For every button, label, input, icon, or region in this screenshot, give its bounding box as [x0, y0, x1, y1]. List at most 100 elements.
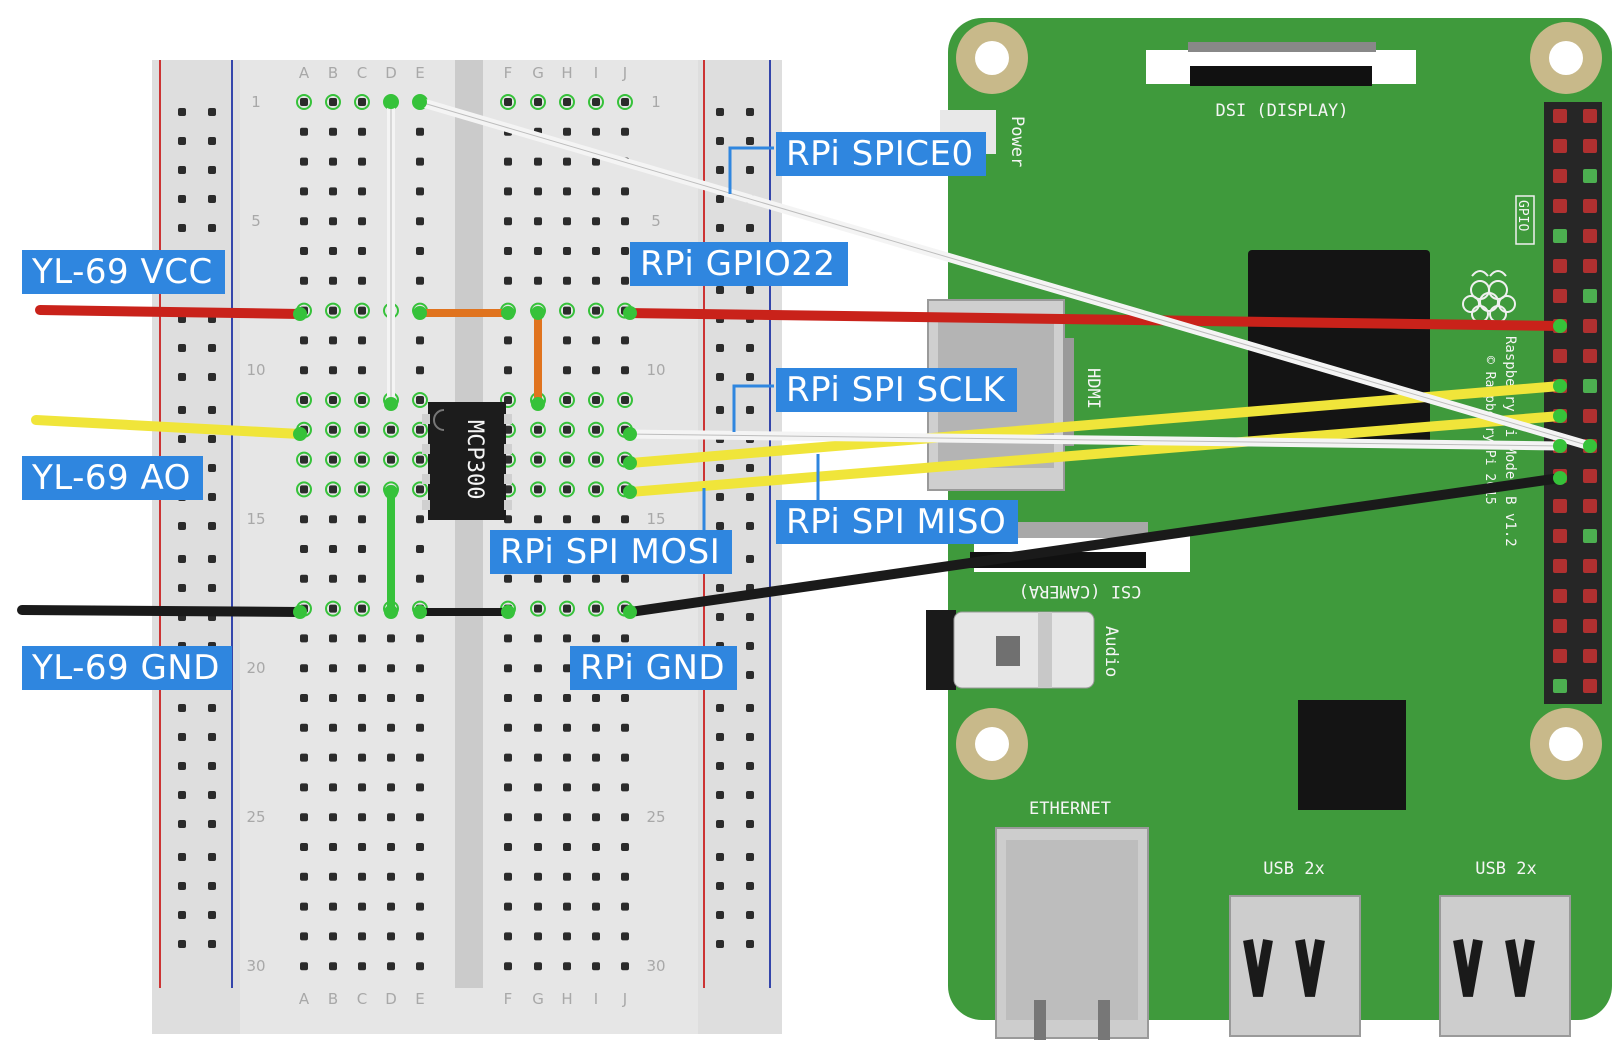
rail-hole	[178, 911, 186, 919]
rail-hole	[208, 733, 216, 741]
breadboard-hole	[534, 485, 542, 494]
rail-hole	[208, 704, 216, 712]
breadboard-hole	[621, 396, 629, 404]
breadboard-hole	[563, 723, 571, 732]
ethernet-label: ETHERNET	[1029, 799, 1111, 819]
breadboard-hole	[358, 276, 366, 285]
breadboard-hole	[387, 872, 395, 881]
breadboard-hole	[504, 98, 512, 106]
connected-hole	[354, 600, 370, 617]
rail-hole	[716, 344, 724, 352]
breadboard-hole	[416, 902, 424, 911]
breadboard-hole	[300, 276, 308, 285]
breadboard-hole	[300, 98, 308, 106]
rail-hole	[178, 791, 186, 799]
breadboard-hole	[416, 396, 424, 404]
breadboard-hole	[621, 723, 629, 732]
breadboard-hole	[300, 872, 308, 881]
usb-label-2: USB 2x	[1475, 859, 1536, 879]
rail-hole	[716, 108, 724, 116]
breadboard-hole	[563, 872, 571, 881]
rail-hole	[208, 137, 216, 145]
gpio-pin	[1553, 349, 1567, 363]
breadboard-hole	[534, 515, 542, 524]
column-letter: G	[532, 64, 544, 82]
gpio-pin	[1553, 229, 1567, 243]
breadboard-hole	[358, 753, 366, 762]
breadboard-hole	[416, 366, 424, 375]
breadboard-hole	[329, 723, 337, 732]
breadboard-hole	[387, 425, 395, 434]
breadboard-hole	[358, 962, 366, 971]
breadboard-hole	[300, 783, 308, 792]
gpio-pin	[1553, 649, 1567, 663]
column-letter: B	[328, 64, 338, 82]
rail-hole	[208, 791, 216, 799]
row-number: 25	[246, 808, 265, 826]
rail-hole	[716, 584, 724, 592]
breadboard-hole	[358, 217, 366, 226]
breadboard-hole	[387, 902, 395, 911]
rail-hole	[178, 435, 186, 443]
ethernet-port	[995, 827, 1149, 1040]
rail-hole	[746, 286, 754, 294]
breadboard-hole	[563, 157, 571, 166]
breadboard-hole	[358, 98, 366, 106]
rail-hole	[178, 406, 186, 414]
label-rpi-spi-sclk: RPi SPI SCLK	[776, 368, 1018, 412]
rail-hole	[746, 555, 754, 563]
gpio-pin	[1583, 319, 1597, 333]
breadboard-hole	[416, 694, 424, 702]
row-number: 15	[646, 510, 665, 528]
breadboard-hole	[329, 98, 337, 106]
breadboard-hole	[534, 425, 542, 434]
column-letter: C	[357, 64, 367, 82]
rail-hole	[716, 373, 724, 381]
breadboard-hole	[621, 217, 629, 226]
row-number: 20	[246, 659, 265, 677]
breadboard-hole	[592, 932, 600, 941]
breadboard-hole	[416, 783, 424, 792]
raspberry-pi-board: DSI (DISPLAY) Power HDMI GPIO Raspberry …	[926, 18, 1612, 1040]
rail-hole	[746, 137, 754, 145]
rail-hole	[716, 882, 724, 890]
breadboard-hole	[329, 127, 337, 136]
rail-hole	[716, 224, 724, 232]
breadboard-hole	[329, 932, 337, 941]
breadboard-hole	[563, 127, 571, 136]
breadboard-hole	[592, 485, 600, 494]
rail-hole	[178, 762, 186, 770]
breadboard-hole	[358, 187, 366, 196]
gpio-pin	[1583, 199, 1597, 213]
breadboard-hole	[329, 247, 337, 255]
breadboard-hole	[592, 187, 600, 196]
breadboard-hole	[592, 843, 600, 851]
usb-port-2	[1439, 895, 1571, 1037]
breadboard-hole	[358, 664, 366, 673]
column-letter: G	[532, 990, 544, 1008]
connected-hole	[325, 94, 341, 110]
breadboard-hole	[592, 813, 600, 822]
connected-hole	[559, 94, 575, 110]
connected-hole	[559, 481, 575, 498]
breadboard-hole	[592, 98, 600, 106]
gpio-pin	[1553, 139, 1567, 153]
breadboard-hole	[621, 872, 629, 881]
rail-hole	[178, 224, 186, 232]
breadboard-hole	[504, 932, 512, 941]
rail-hole	[716, 464, 724, 472]
breadboard-hole	[534, 902, 542, 911]
connected-hole	[530, 421, 546, 438]
breadboard-hole	[358, 932, 366, 941]
breadboard-hole	[504, 664, 512, 673]
breadboard-hole	[358, 783, 366, 792]
breadboard-hole	[621, 753, 629, 762]
breadboard-hole	[300, 664, 308, 673]
gpio-pin	[1583, 589, 1597, 603]
rail-hole	[208, 820, 216, 828]
breadboard-hole	[416, 455, 424, 464]
connected-hole	[325, 392, 341, 408]
rail-hole	[716, 733, 724, 741]
breadboard-hole	[563, 336, 571, 345]
usb-label-1: USB 2x	[1263, 859, 1324, 879]
